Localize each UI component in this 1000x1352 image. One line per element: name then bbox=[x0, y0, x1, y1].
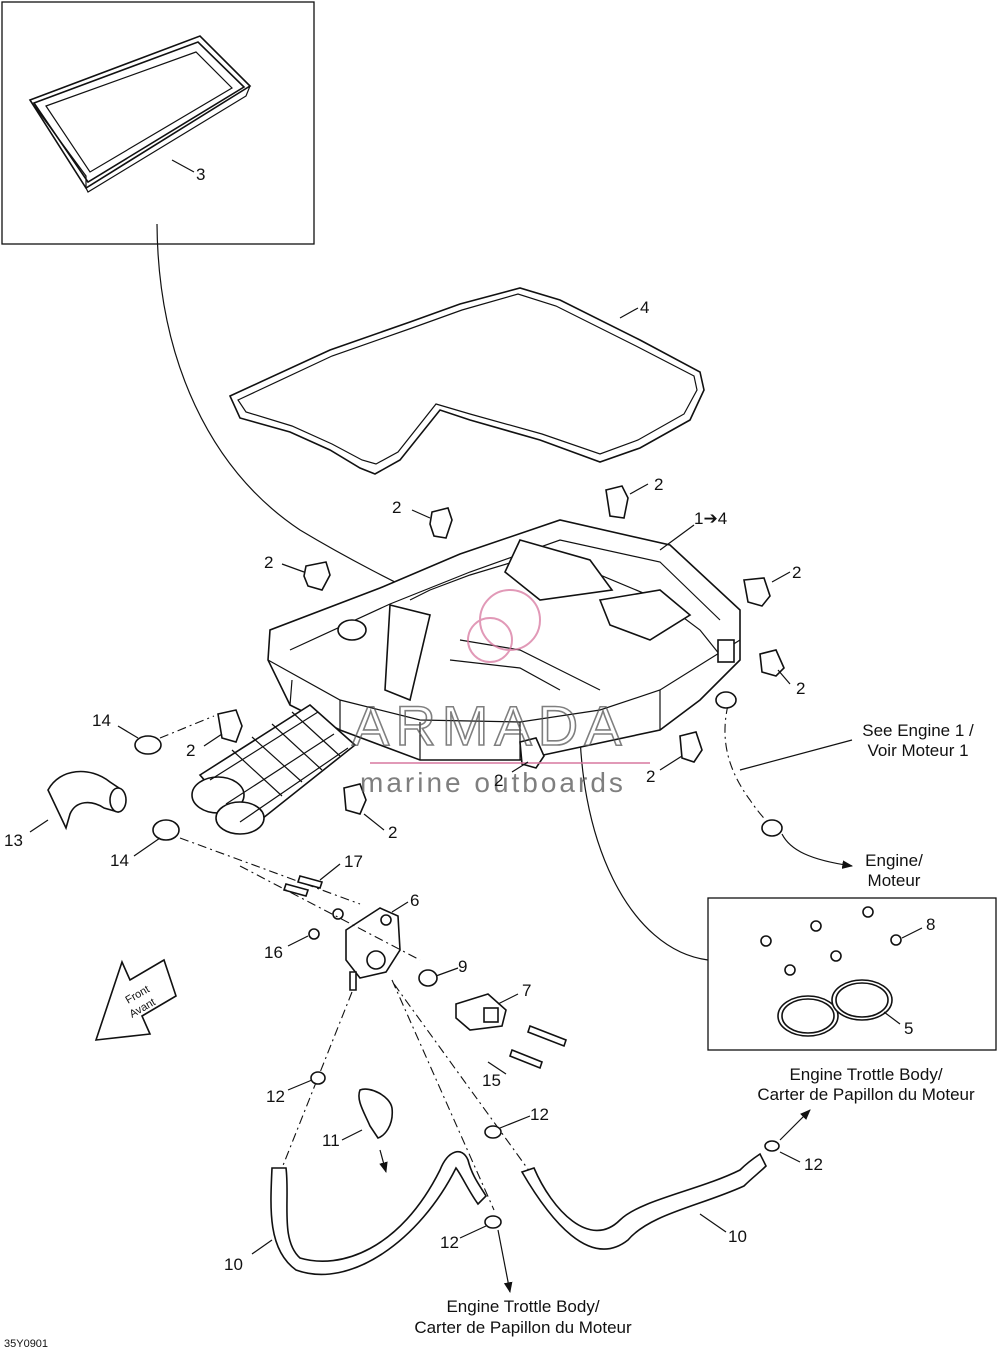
callout-2-b: 2 bbox=[264, 553, 273, 572]
seals-part-5[interactable] bbox=[777, 979, 893, 1037]
cable-tie-part-11[interactable] bbox=[358, 1088, 394, 1139]
elbow-hose-part-13[interactable] bbox=[47, 770, 127, 831]
nut-part-16[interactable] bbox=[308, 908, 344, 940]
callout-2-f: 2 bbox=[186, 741, 195, 760]
screws-and-seals-box bbox=[707, 897, 997, 1051]
screws-part-8[interactable] bbox=[760, 906, 902, 976]
callout-16: 16 bbox=[264, 943, 283, 962]
callout-12-d: 12 bbox=[804, 1155, 823, 1174]
callout-6: 6 bbox=[410, 891, 419, 910]
note-throttle-right-1: Engine Trottle Body/ bbox=[789, 1065, 942, 1084]
bolts-part-15[interactable] bbox=[509, 1024, 567, 1070]
callout-8: 8 bbox=[926, 915, 935, 934]
air-filter-element-part-3[interactable] bbox=[28, 35, 252, 193]
callout-7: 7 bbox=[522, 981, 531, 1000]
callout-14-a: 14 bbox=[92, 711, 111, 730]
watermark-brand: ARMADA bbox=[352, 694, 628, 757]
centerline-hose-left bbox=[281, 991, 353, 1169]
callout-12-c: 12 bbox=[440, 1233, 459, 1252]
air-box-housing-part-1[interactable] bbox=[267, 519, 741, 761]
screws-part-17[interactable] bbox=[282, 875, 324, 897]
centerline-hose-middle bbox=[391, 979, 495, 1211]
callout-5: 5 bbox=[904, 1019, 913, 1038]
note-engine-2: Moteur bbox=[868, 871, 921, 890]
diagram-code: 35Y0901 bbox=[4, 1338, 48, 1350]
note-see-engine-1: See Engine 1 / bbox=[862, 721, 974, 740]
front-direction-arrow: Front Avant bbox=[94, 958, 177, 1041]
callout-14-b: 14 bbox=[110, 851, 129, 870]
centerline-hose-right bbox=[393, 983, 531, 1173]
note-throttle-right-2: Carter de Papillon du Moteur bbox=[757, 1085, 975, 1104]
callout-2-c: 2 bbox=[654, 475, 663, 494]
note-throttle-bottom-1: Engine Trottle Body/ bbox=[446, 1297, 599, 1316]
callout-2-i: 2 bbox=[646, 767, 655, 786]
callout-1-4: 1➔4 bbox=[694, 509, 727, 528]
note-see-engine-2: Voir Moteur 1 bbox=[867, 741, 968, 760]
hose-clamps-part-12[interactable] bbox=[310, 1071, 780, 1229]
centerline-bolt-axis bbox=[239, 865, 421, 961]
callout-10-a: 10 bbox=[224, 1255, 243, 1274]
intake-snorkel-screens[interactable] bbox=[191, 704, 357, 835]
callout-9: 9 bbox=[458, 957, 467, 976]
callout-2-a: 2 bbox=[392, 498, 401, 517]
armada-watermark: ARMADA marine outboards bbox=[351, 589, 650, 798]
breather-hose[interactable] bbox=[715, 691, 783, 837]
filter-inset-box bbox=[1, 1, 315, 245]
callout-11: 11 bbox=[322, 1131, 340, 1150]
note-engine-1: Engine/ bbox=[865, 851, 923, 870]
spring-clips-part-2[interactable] bbox=[217, 485, 785, 815]
callout-2-g: 2 bbox=[388, 823, 397, 842]
callout-2-e: 2 bbox=[796, 679, 805, 698]
callout-13: 13 bbox=[4, 831, 23, 850]
callout-12-a: 12 bbox=[266, 1087, 285, 1106]
leader-housing-to-screws-box bbox=[579, 699, 709, 961]
hoses-part-10[interactable] bbox=[270, 1150, 767, 1276]
callout-4: 4 bbox=[640, 298, 649, 317]
leader-filter-to-housing bbox=[156, 223, 429, 599]
callout-10-b: 10 bbox=[728, 1227, 747, 1246]
callout-3: 3 bbox=[196, 165, 205, 184]
centerline-clamp-bottom bbox=[179, 837, 361, 905]
callout-12-b: 12 bbox=[530, 1105, 549, 1124]
callout-15: 15 bbox=[482, 1071, 501, 1090]
o-ring-seal-part-9[interactable] bbox=[418, 969, 438, 987]
centerline-clamp-top bbox=[159, 715, 215, 739]
note-throttle-bottom-2: Carter de Papillon du Moteur bbox=[414, 1318, 632, 1337]
adapter-part-6[interactable] bbox=[345, 907, 401, 991]
callout-17: 17 bbox=[344, 852, 363, 871]
gasket-part-4[interactable] bbox=[228, 287, 705, 475]
callout-2-h: 2 bbox=[494, 771, 503, 790]
callout-leaders bbox=[29, 159, 923, 1294]
hose-clamps-part-14[interactable] bbox=[134, 735, 180, 841]
callout-2-d: 2 bbox=[792, 563, 801, 582]
watermark-tagline: marine outboards bbox=[360, 767, 626, 798]
sensor-part-7[interactable] bbox=[455, 993, 507, 1031]
